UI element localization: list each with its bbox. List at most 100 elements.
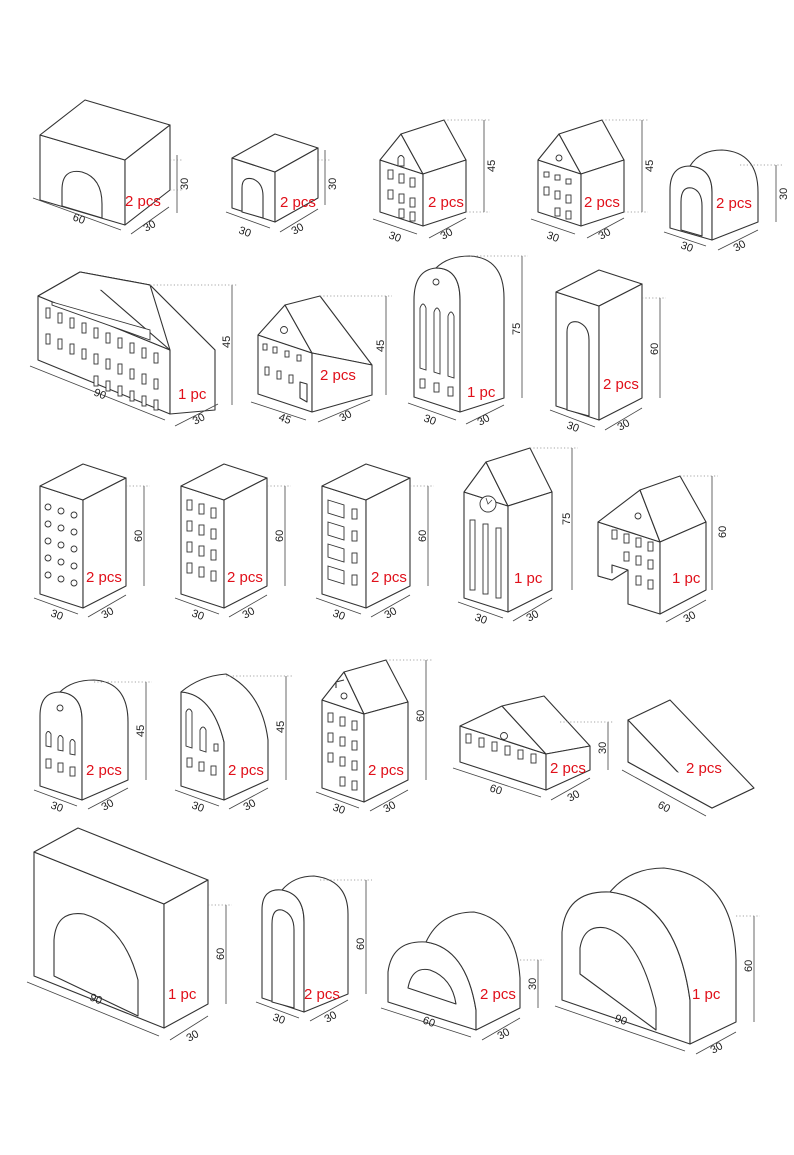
dim-height: 30 bbox=[179, 178, 191, 190]
dim-width: 30 bbox=[732, 238, 749, 255]
piece-tower-wide-windows: 30 30 60 2 pcs bbox=[315, 463, 434, 623]
dim-height: 75 bbox=[561, 513, 573, 525]
dim-length: 60 bbox=[656, 799, 672, 815]
quantity-label: 2 pcs bbox=[550, 760, 586, 777]
dim-length: 30 bbox=[545, 230, 561, 245]
dim-width: 30 bbox=[616, 417, 633, 434]
piece-tall-arch-gate: 30 30 60 2 pcs bbox=[255, 875, 372, 1027]
dim-width: 30 bbox=[185, 1028, 202, 1045]
quantity-label: 2 pcs bbox=[603, 376, 639, 393]
piece-round-top-house: 30 30 45 2 pcs bbox=[33, 679, 152, 815]
dim-height: 60 bbox=[274, 530, 286, 542]
dim-height: 30 bbox=[527, 978, 539, 990]
quantity-label: 2 pcs bbox=[228, 762, 264, 779]
quantity-label: 2 pcs bbox=[428, 194, 464, 211]
dim-height: 30 bbox=[778, 188, 790, 200]
dim-length: 30 bbox=[331, 608, 347, 623]
dim-height: 60 bbox=[743, 960, 755, 972]
piece-house-45-wide: 45 30 45 2 pcs bbox=[250, 295, 392, 427]
dim-width: 30 bbox=[496, 1026, 513, 1043]
dim-width: 30 bbox=[100, 605, 117, 622]
piece-gabled-house-a: 30 30 45 2 pcs bbox=[372, 119, 498, 245]
dim-length: 60 bbox=[488, 782, 503, 797]
dim-length: 30 bbox=[565, 420, 581, 435]
dim-length: 30 bbox=[190, 800, 206, 815]
dim-length: 30 bbox=[237, 225, 253, 240]
quantity-label: 1 pc bbox=[514, 570, 543, 587]
dim-height: 60 bbox=[417, 530, 429, 542]
quantity-label: 1 pc bbox=[168, 986, 197, 1003]
palace-windows bbox=[45, 307, 159, 411]
dim-width: 30 bbox=[338, 408, 355, 425]
piece-house-with-door: 30 60 1 pc bbox=[597, 475, 729, 626]
quantity-label: 1 pc bbox=[178, 386, 207, 403]
dim-width: 30 bbox=[476, 412, 493, 429]
dim-width: 30 bbox=[242, 797, 259, 814]
dim-height: 45 bbox=[486, 160, 498, 172]
quantity-label: 1 pc bbox=[692, 986, 721, 1003]
dim-height: 45 bbox=[135, 725, 147, 737]
dim-width: 30 bbox=[709, 1040, 726, 1057]
piece-tower-tall-windows: 30 30 60 2 pcs bbox=[174, 463, 291, 623]
dim-length: 30 bbox=[49, 608, 65, 623]
dim-width: 30 bbox=[382, 799, 399, 816]
quantity-label: 2 pcs bbox=[125, 193, 161, 210]
dim-length: 60 bbox=[71, 212, 87, 227]
dim-height: 60 bbox=[649, 343, 661, 355]
dim-length: 30 bbox=[679, 240, 695, 255]
dim-height: 60 bbox=[355, 938, 367, 950]
dim-length: 60 bbox=[421, 1015, 437, 1030]
piece-clock-tower: 30 30 75 1 pc bbox=[457, 447, 578, 627]
piece-ramp: 60 2 pcs bbox=[621, 699, 755, 817]
dim-length: 30 bbox=[49, 800, 65, 815]
dim-height: 75 bbox=[511, 323, 523, 335]
piece-gabled-house-b: 30 30 45 2 pcs bbox=[530, 119, 656, 245]
piece-quarter-round-house: 30 30 45 2 pcs bbox=[174, 673, 292, 815]
dim-height: 60 bbox=[215, 948, 227, 960]
dim-height: 30 bbox=[327, 178, 339, 190]
dim-height: 30 bbox=[597, 742, 609, 754]
dim-length: 30 bbox=[422, 413, 438, 428]
piece-narrow-gabled-tower: 30 30 60 2 pcs bbox=[315, 659, 432, 817]
dim-height: 60 bbox=[717, 526, 729, 538]
dim-length: 45 bbox=[277, 412, 293, 427]
quantity-label: 2 pcs bbox=[86, 762, 122, 779]
dim-height: 45 bbox=[275, 721, 287, 733]
dim-height: 45 bbox=[221, 336, 233, 348]
quantity-label: 2 pcs bbox=[368, 762, 404, 779]
dim-width: 30 bbox=[191, 411, 207, 427]
dim-length: 30 bbox=[387, 230, 403, 245]
quantity-label: 2 pcs bbox=[371, 569, 407, 586]
dim-width: 30 bbox=[525, 608, 542, 625]
piece-big-bridge: 90 30 60 1 pc bbox=[26, 827, 232, 1045]
dim-length: 30 bbox=[473, 612, 489, 627]
quantity-label: 2 pcs bbox=[320, 367, 356, 384]
dim-width: 30 bbox=[597, 226, 614, 243]
dim-width: 30 bbox=[566, 788, 583, 805]
piece-palace: 90 30 45 1 pc bbox=[29, 271, 238, 428]
piece-long-low-house: 60 30 30 2 pcs bbox=[452, 695, 614, 805]
quantity-label: 1 pc bbox=[672, 570, 701, 587]
quantity-label: 2 pcs bbox=[716, 195, 752, 212]
piece-big-arch: 90 30 60 1 pc bbox=[554, 867, 760, 1057]
quantity-label: 2 pcs bbox=[280, 194, 316, 211]
quantity-label: 2 pcs bbox=[480, 986, 516, 1003]
dim-length: 30 bbox=[271, 1012, 287, 1027]
quantity-label: 2 pcs bbox=[584, 194, 620, 211]
piece-tall-gate: 30 30 60 2 pcs bbox=[549, 269, 666, 435]
piece-small-arch-cube: 30 30 30 2 pcs bbox=[225, 133, 339, 240]
piece-church-tall: 30 30 75 1 pc bbox=[407, 255, 528, 429]
dim-width: 30 bbox=[323, 1009, 340, 1026]
dim-width: 30 bbox=[100, 797, 117, 814]
dim-width: 30 bbox=[439, 226, 456, 243]
dim-width: 30 bbox=[142, 218, 159, 235]
dim-length: 30 bbox=[190, 608, 206, 623]
piece-tower-round-windows: 30 30 60 2 pcs bbox=[33, 463, 150, 623]
piece-arch-house-60: 60 30 30 2 pcs bbox=[32, 99, 191, 235]
piece-round-arch-small: 30 30 30 2 pcs bbox=[663, 149, 790, 255]
dim-width: 30 bbox=[682, 609, 699, 626]
dim-height: 60 bbox=[133, 530, 145, 542]
quantity-label: 2 pcs bbox=[227, 569, 263, 586]
dim-length: 90 bbox=[613, 1013, 629, 1028]
